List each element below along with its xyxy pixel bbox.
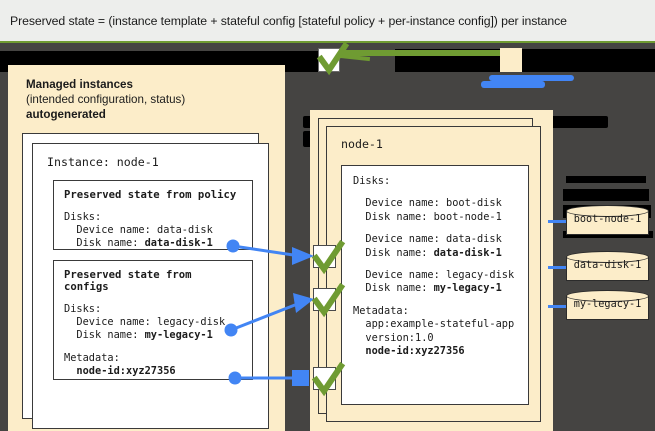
preserved-state-policy-card: Preserved state from policy Disks: Devic… [53, 180, 253, 250]
left-panel-title-line3: autogenerated [26, 108, 106, 121]
connector-arrowhead-3 [292, 370, 309, 386]
node-disks-card: Disks: Device name: boot-disk Disk name:… [341, 165, 529, 405]
disk-cylinder-top [566, 290, 649, 302]
configs-card-line-0: Disks: [64, 303, 102, 315]
node-entry-0-disk-value: boot-node-1 [433, 210, 502, 223]
disk-cylinder-label: data-disk-1 [573, 260, 642, 271]
green-highlight-bar [337, 50, 504, 56]
caption-divider [0, 41, 655, 43]
right-panel: node-1 Disks: Device name: boot-disk Dis… [310, 110, 553, 431]
check-box-node-id [311, 361, 346, 397]
cream-chip [500, 48, 522, 72]
redaction-side-1 [566, 176, 646, 183]
node-disks-gap-0 [353, 188, 517, 197]
disk-cylinder-label: boot-node-1 [573, 214, 642, 225]
disk-connector-line-0 [548, 220, 570, 223]
node-entry-0-disk: Disk name: boot-node-1 [353, 211, 517, 224]
node-card: node-1 Disks: Device name: boot-disk Dis… [326, 126, 541, 422]
check-mark-icon [316, 43, 350, 76]
configs-card-gap [64, 343, 242, 352]
policy-card-header: Preserved state from policy [64, 189, 237, 201]
blue-scribble-b [481, 81, 545, 88]
check-mark-icon [311, 361, 346, 397]
node-entry-1-disk-prefix: Disk name: [353, 246, 434, 259]
node-entry-2-disk-value: my-legacy-1 [433, 282, 502, 295]
node-card-label: node-1 [341, 137, 383, 151]
disk-cylinder-top [566, 205, 649, 217]
check-mark-icon [311, 239, 346, 275]
node-disks-gap-1 [353, 224, 517, 233]
policy-card-line-2-prefix: Disk name: [64, 237, 145, 250]
check-box-legacy-disk [311, 282, 346, 318]
policy-card-line-1: Device name: data-disk [64, 224, 213, 237]
disk-connector-line-2 [548, 305, 570, 308]
node-entry-2-disk: Disk name: my-legacy-1 [353, 282, 517, 295]
disk-cylinder-label: my-legacy-1 [573, 299, 642, 310]
configs-card-header: Preserved state from configs [64, 269, 192, 293]
node-metadata-line-0: app:example-stateful-app [353, 318, 515, 331]
node-metadata-bold-value: node-id:xyz27356 [353, 345, 465, 358]
configs-card-metadata-bold: node-id:xyz27356 [64, 364, 176, 377]
policy-card-line-2: Disk name: data-disk-1 [64, 237, 242, 250]
configs-card-metadata-header: Metadata: [64, 351, 120, 364]
diagram-canvas: Managed instances (intended configuratio… [0, 43, 655, 431]
node-entry-1-disk: Disk name: data-disk-1 [353, 247, 517, 260]
instance-card-label: Instance: node-1 [47, 155, 159, 169]
node-entry-2-disk-prefix: Disk name: [353, 282, 434, 295]
node-entry-0-disk-prefix: Disk name: [353, 210, 434, 223]
node-metadata-header: Metadata: [353, 304, 409, 317]
left-panel-title-line1: Managed instances [26, 78, 133, 91]
policy-card-line-0: Disks: [64, 211, 102, 223]
disk-connector-line-1 [548, 266, 570, 269]
disk-cylinder-data: data-disk-1 [566, 251, 649, 284]
node-entry-2-device: Device name: legacy-disk [353, 269, 515, 282]
policy-card-disk-value: data-disk-1 [144, 237, 213, 250]
disk-cylinder-legacy: my-legacy-1 [566, 290, 649, 323]
disk-cylinder-boot: boot-node-1 [566, 205, 649, 238]
blue-scribble-a [489, 75, 574, 81]
configs-card-line-2: Disk name: my-legacy-1 [64, 329, 242, 342]
left-panel-title-line2: (intended configuration, status) [26, 93, 186, 106]
configs-card-metadata-value: node-id:xyz27356 [64, 365, 242, 378]
configs-card-line-1: Device name: legacy-disk [64, 316, 226, 329]
check-box-top [316, 43, 350, 76]
node-disks-gap-3 [353, 296, 517, 305]
node-entry-1-device: Device name: data-disk [353, 233, 502, 246]
node-entry-1-disk-value: data-disk-1 [433, 246, 502, 259]
node-entry-0-device: Device name: boot-disk [353, 197, 502, 210]
node-metadata-line-1: version:1.0 [353, 331, 434, 344]
diagram-caption: Preserved state = (instance template + s… [0, 0, 655, 41]
configs-card-line-2-prefix: Disk name: [64, 329, 145, 342]
disk-cylinder-top [566, 251, 649, 263]
left-panel: Managed instances (intended configuratio… [8, 65, 285, 431]
redaction-side-2 [563, 189, 649, 201]
node-disks-header: Disks: [353, 175, 391, 187]
check-mark-icon [311, 282, 346, 318]
configs-card-disk-value: my-legacy-1 [144, 329, 213, 342]
node-metadata-bold: node-id:xyz27356 [353, 345, 517, 358]
instance-card: Instance: node-1 Preserved state from po… [32, 143, 269, 429]
check-box-data-disk [311, 239, 346, 275]
node-disks-gap-2 [353, 260, 517, 269]
left-panel-title: Managed instances (intended configuratio… [26, 77, 276, 122]
preserved-state-configs-card: Preserved state from configs Disks: Devi… [53, 260, 253, 380]
